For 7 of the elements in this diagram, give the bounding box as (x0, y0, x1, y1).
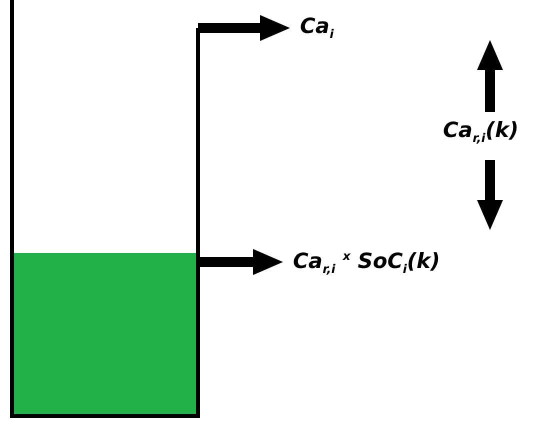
charge-label: Ca$_{r,i}$ $^{x}$ SoC$_{i}$(k) (293, 250, 440, 276)
arrow (198, 15, 290, 41)
capacity-label: Ca$_{i}$ (300, 16, 334, 40)
arrow (198, 249, 283, 275)
tank-outline (10, 0, 200, 418)
liquid-fill (14, 253, 196, 414)
dimension-label: Ca$_{r,i}$(k) (443, 120, 519, 144)
